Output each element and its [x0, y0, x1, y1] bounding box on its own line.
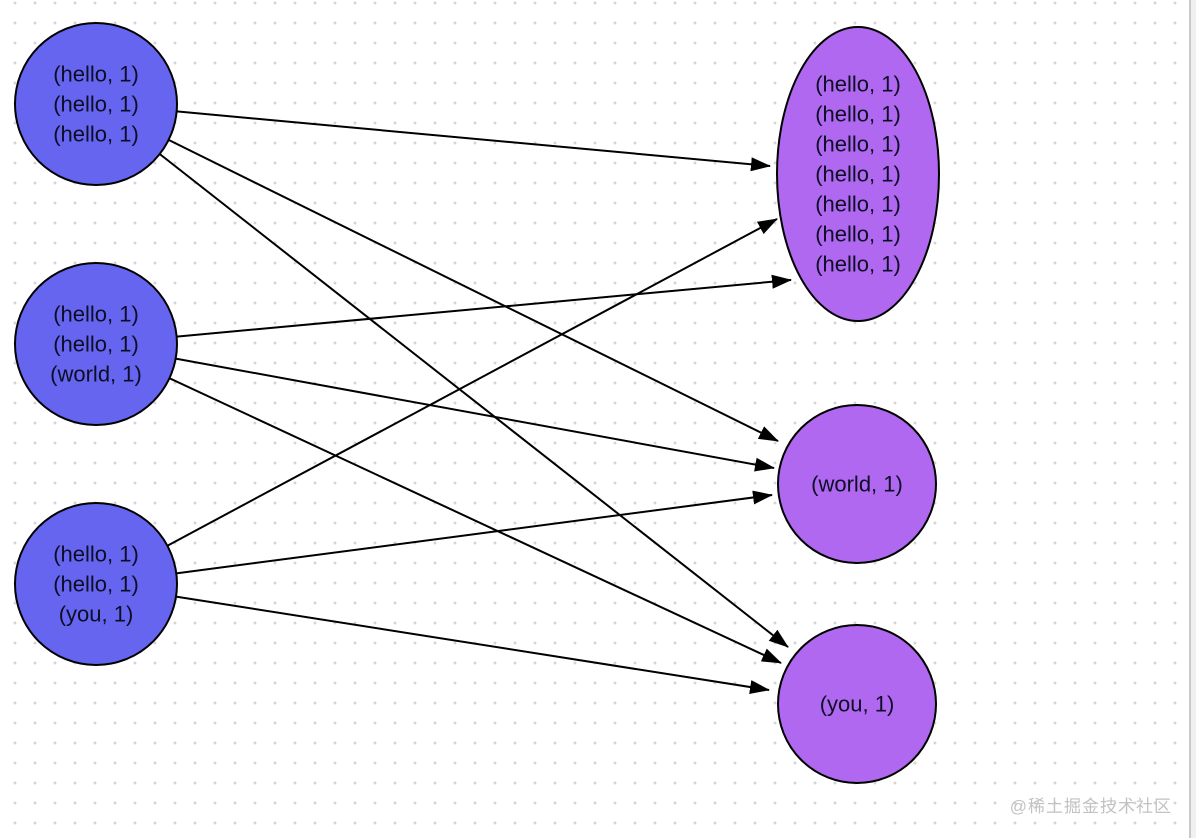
edges-layer: [159, 110, 792, 694]
edge-map2-to-reduce-hello: [176, 274, 792, 338]
node-label: (hello, 1): [815, 102, 901, 127]
edge-map3-to-reduce-you: [175, 595, 770, 694]
node-label: (hello, 1): [53, 92, 139, 117]
node-label: (hello, 1): [815, 192, 901, 217]
node-reduce-hello: (hello, 1) (hello, 1) (hello, 1) (hello, 1)…: [776, 26, 940, 322]
reduce-you-shape: [777, 624, 937, 784]
watermark: @稀土掘金技术社区: [1009, 797, 1172, 816]
node-label: (you, 1): [820, 692, 895, 717]
node-label: (hello, 1): [815, 132, 901, 157]
node-label: (hello, 1): [53, 332, 139, 357]
node-label: (hello, 1): [53, 542, 139, 567]
window-edge-strip: [1189, 0, 1196, 838]
node-label: (you, 1): [59, 602, 134, 627]
node-label: (hello, 1): [53, 122, 139, 147]
node-label: (world, 1): [50, 362, 142, 387]
node-label: (hello, 1): [815, 222, 901, 247]
edge-map2-to-reduce-world: [175, 357, 775, 472]
node-map3: (hello, 1) (hello, 1) (you, 1): [14, 502, 178, 666]
map2-shape: [14, 262, 178, 426]
node-label: (world, 1): [811, 472, 903, 497]
node-label: (hello, 1): [53, 572, 139, 597]
edge-map1-to-reduce-you: [159, 153, 789, 648]
edge-map3-to-reduce-hello: [166, 218, 778, 547]
node-label: (hello, 1): [815, 162, 901, 187]
edge-map1-to-reduce-hello: [176, 110, 771, 172]
node-reduce-you: (you, 1): [777, 624, 937, 784]
reduce-world-shape: [777, 404, 937, 564]
edge-map2-to-reduce-you: [168, 377, 782, 664]
nodes-layer: (hello, 1)(hello, 1)(hello, 1)(hello, 1)…: [14, 22, 940, 784]
node-label: (hello, 1): [815, 72, 901, 97]
edge-map3-to-reduce-world: [176, 490, 773, 575]
node-map2: (hello, 1) (hello, 1) (world, 1): [14, 262, 178, 426]
node-reduce-world: (world, 1): [777, 404, 937, 564]
node-label: (hello, 1): [53, 302, 139, 327]
map3-shape: [14, 502, 178, 666]
map1-shape: [14, 22, 178, 186]
node-map1: (hello, 1) (hello, 1) (hello, 1): [14, 22, 178, 186]
node-label: (hello, 1): [815, 252, 901, 277]
node-label: (hello, 1): [53, 62, 139, 87]
reduce-hello-shape: [776, 26, 940, 322]
edge-map1-to-reduce-world: [168, 139, 779, 442]
